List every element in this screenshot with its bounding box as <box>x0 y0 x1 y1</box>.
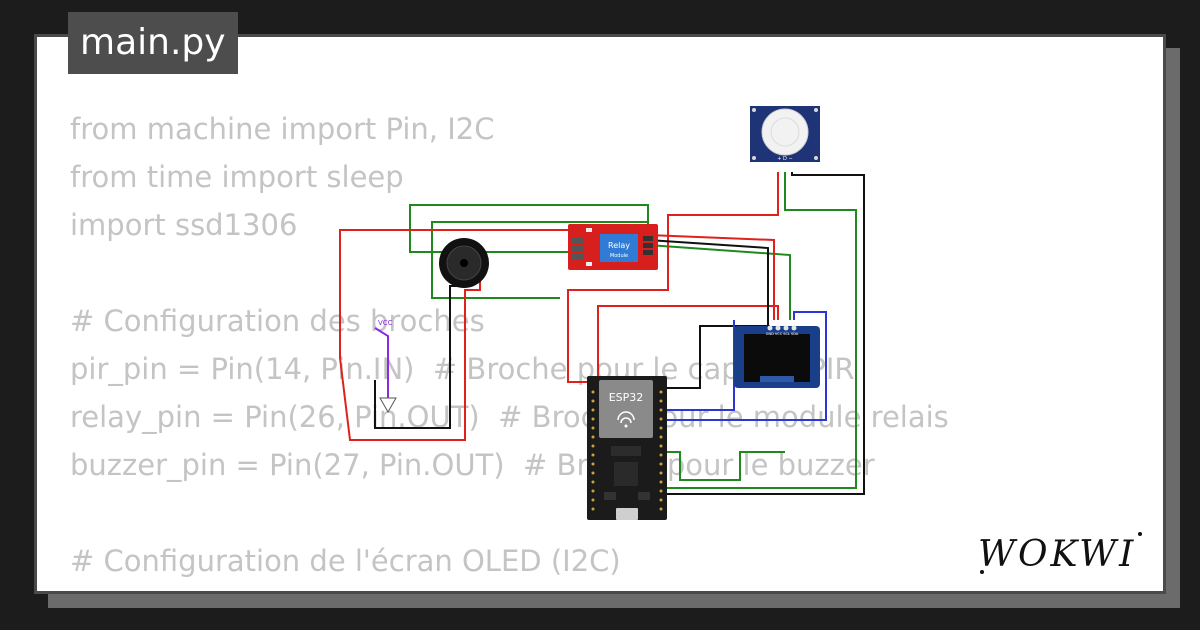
code-preview: from machine import Pin, I2C from time i… <box>70 105 949 591</box>
oled-display[interactable]: GND VCC SCL SDA <box>734 325 820 389</box>
wire-green[interactable] <box>660 451 785 481</box>
code-line: import ssd1306 <box>70 208 298 242</box>
wire-red[interactable] <box>339 229 575 441</box>
wire-blue[interactable] <box>662 320 735 411</box>
code-line: from time import sleep <box>70 160 404 194</box>
code-line: # Configuration de l'écran OLED (I2C) <box>70 544 621 578</box>
filename-tab[interactable]: main.py <box>68 12 238 74</box>
code-line: from machine import Pin, I2C <box>70 112 495 146</box>
led[interactable]: VCC <box>374 319 397 414</box>
buzzer[interactable] <box>439 238 489 288</box>
pir-pin-labels: + D − <box>777 156 792 162</box>
wire-blue[interactable] <box>662 311 827 421</box>
wire-black[interactable] <box>647 239 769 326</box>
wokwi-logo-text: WOKWI <box>978 534 1136 575</box>
led-label: VCC <box>378 319 393 327</box>
wire-red[interactable] <box>567 172 779 383</box>
wire-red[interactable] <box>647 234 775 320</box>
wire-red[interactable] <box>597 305 779 382</box>
wire-green[interactable] <box>647 244 791 320</box>
esp32-label: ESP32 <box>609 391 644 404</box>
oled-pin-labels: GND VCC SCL SDA <box>766 332 799 336</box>
pir-sensor[interactable]: + D − <box>750 106 820 162</box>
wokwi-logo: WOKWI <box>978 532 1142 575</box>
esp32-board[interactable]: ESP32 <box>587 376 667 520</box>
relay-label: Relay <box>608 241 630 250</box>
relay-sub-label: Module <box>610 253 628 259</box>
preview-card: from machine import Pin, I2C from time i… <box>34 34 1166 594</box>
relay-module[interactable]: Relay Module <box>568 224 658 270</box>
